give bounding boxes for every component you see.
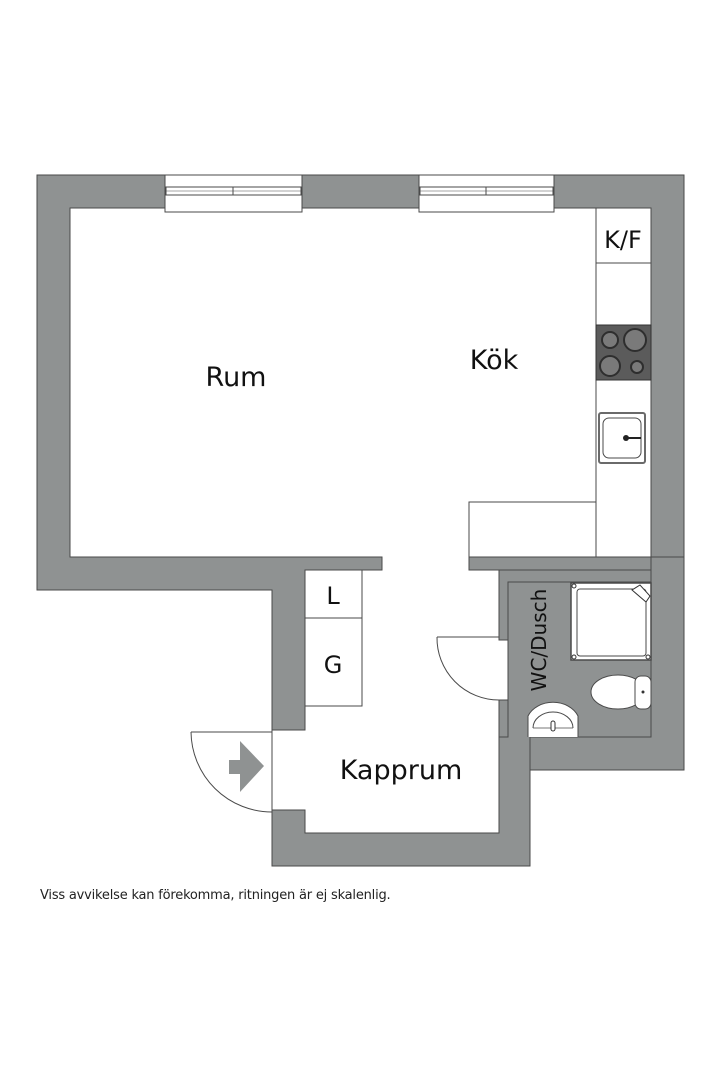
linen-closet-label: L bbox=[326, 582, 340, 610]
kitchen-counter bbox=[595, 207, 652, 558]
window-icon bbox=[164, 174, 303, 213]
disclaimer-text: Viss avvikelse kan förekomma, ritningen … bbox=[40, 888, 391, 903]
stove-icon bbox=[595, 324, 652, 381]
entrance-door[interactable] bbox=[190, 730, 273, 813]
wc-door[interactable] bbox=[436, 636, 500, 701]
room-label-kok: Kök bbox=[470, 345, 519, 376]
sink-icon bbox=[598, 412, 646, 464]
room-label-rum: Rum bbox=[206, 362, 267, 393]
room-label-wc: WC/Dusch bbox=[527, 589, 551, 692]
fridge-freezer-label: K/F bbox=[604, 226, 642, 254]
kitchen-partition bbox=[468, 501, 596, 557]
window-icon bbox=[418, 174, 555, 213]
toilet-icon bbox=[590, 674, 652, 710]
washbasin-icon bbox=[527, 701, 579, 737]
shower-icon bbox=[570, 582, 652, 661]
closets bbox=[304, 569, 363, 707]
wardrobe-label: G bbox=[324, 651, 343, 679]
wc-right-wall bbox=[529, 556, 685, 771]
entrance-arrow-icon bbox=[229, 741, 264, 792]
room-label-kapprum: Kapprum bbox=[340, 755, 463, 786]
wc-partition-wall-lower bbox=[498, 699, 509, 738]
